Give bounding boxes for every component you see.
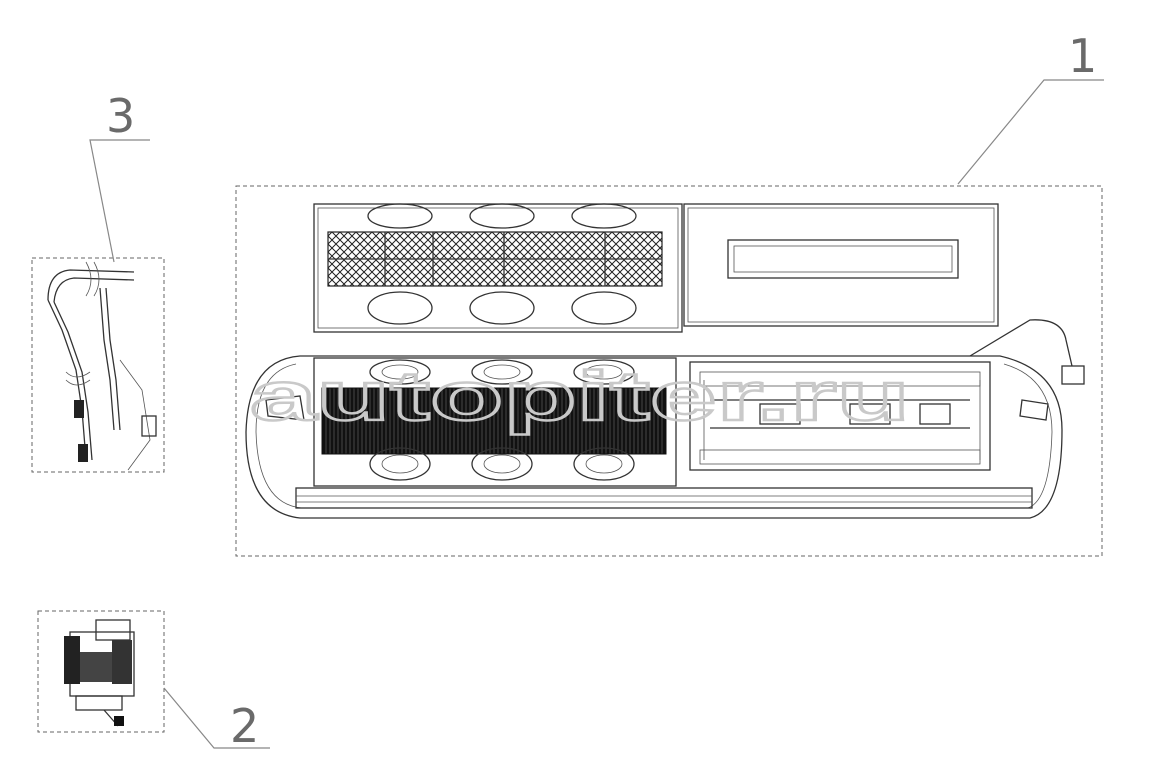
main-body <box>245 319 1085 519</box>
condenser-coil <box>321 387 667 455</box>
wire-harness <box>969 319 1073 367</box>
callout-3-label: 3 <box>106 89 135 143</box>
callout-2-label: 2 <box>230 699 259 753</box>
top-cover-right <box>683 203 999 327</box>
evaporator-section <box>689 361 991 471</box>
callout-3-leader <box>89 139 150 263</box>
callout-1-label: 1 <box>1068 29 1097 83</box>
assembly-1-group: autopiter.ru 1 <box>235 29 1104 557</box>
assembly-2-frame <box>37 610 165 733</box>
callout-1-leader <box>957 79 1104 185</box>
callout-2-leader <box>163 687 270 749</box>
fan-row-bottom <box>369 447 635 481</box>
hose-set <box>47 261 157 471</box>
fan-row-top <box>369 359 635 385</box>
watermark-text: autopiter.ru <box>250 357 910 435</box>
assembly-3-group: 3 <box>31 89 165 473</box>
top-cover-left <box>313 203 683 333</box>
assembly-2-group: 2 <box>37 610 270 753</box>
assembly-1-frame <box>235 185 1103 557</box>
compressor-unit <box>64 619 135 727</box>
assembly-3-frame <box>31 257 165 473</box>
